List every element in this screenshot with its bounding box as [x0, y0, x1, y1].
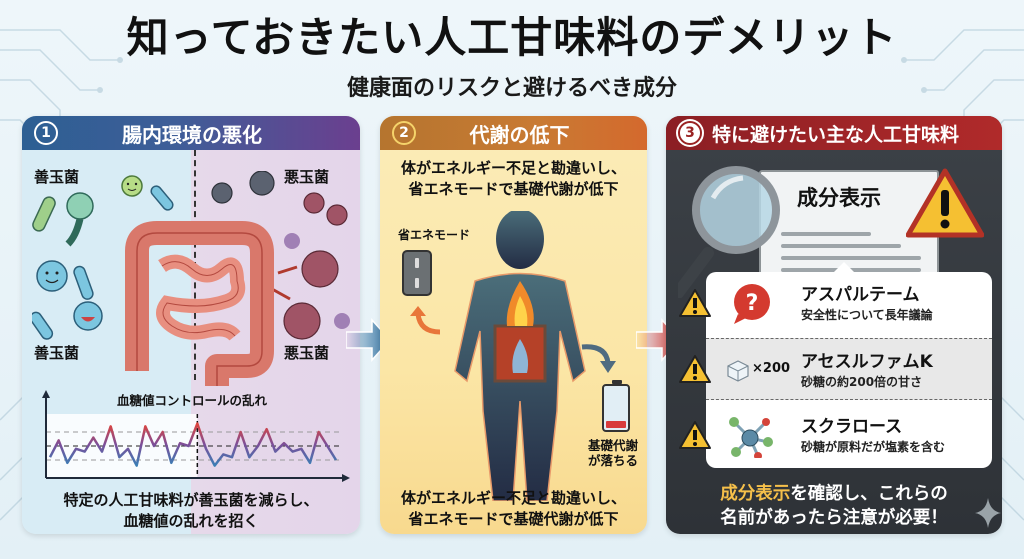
warning-icon: [679, 355, 711, 383]
svg-text:?: ?: [746, 291, 759, 316]
page-title: 知っておきたい人工甘味料のデメリット: [126, 13, 898, 62]
step-number-badge: 2: [392, 121, 416, 145]
good-bacteria-icon: [121, 175, 174, 211]
panel-title: 腸内環境の悪化: [122, 122, 262, 147]
panel-title: 代謝の低下: [469, 122, 570, 147]
list-item-acesulfame-k: ×200 アセスルファムK 砂糖の約200倍の甘さ: [706, 338, 992, 400]
low-battery-icon: [602, 380, 630, 432]
metabolism-drops-label: 基礎代謝 が落ちる: [588, 438, 639, 468]
sweetener-name: アスパルテーム: [801, 285, 920, 305]
sweetener-description: 安全性について長年議論: [801, 308, 933, 322]
list-item-aspartame: ? アスパルテーム 安全性について長年議論: [706, 272, 992, 334]
sweetener-name: スクラロース: [801, 417, 903, 437]
bad-bacteria-label: 悪玉菌: [284, 344, 330, 362]
panel-gut-environment: 1 腸内環境の悪化 善玉菌 悪玉菌 善玉菌 悪玉菌: [22, 116, 360, 534]
sugar-cube-icon: [727, 360, 749, 382]
question-bubble-icon: ?: [734, 284, 770, 324]
bad-bacteria-icon: [211, 171, 350, 340]
panel-caption: 特定の人工甘味料が善玉菌を減らし、 血糖値の乱れを招く: [63, 491, 319, 530]
good-bacteria-label: 善玉菌: [34, 168, 80, 186]
good-bacteria-icon: [32, 192, 103, 340]
good-bacteria-label: 善玉菌: [34, 344, 80, 362]
panel-sweeteners-to-avoid: 3 特に避けたい主な人工甘味料 成分表示 ? アスパルテーム 安全性について長年…: [666, 116, 1002, 534]
step-number-badge: 1: [34, 121, 58, 145]
sweetener-description: 砂糖の約200倍の甘さ: [801, 375, 923, 389]
sweetener-name: アセスルファムK: [801, 352, 933, 372]
intestine-illustration: [125, 221, 274, 386]
warning-icon: [679, 289, 711, 317]
bad-bacteria-label: 悪玉菌: [284, 168, 330, 186]
blood-sugar-chart: 血糖値コントロールの乱れ: [32, 386, 352, 486]
panel-header: 1 腸内環境の悪化: [22, 116, 360, 150]
sweetness-multiplier: ×200: [752, 361, 791, 376]
magnifying-glass-icon: [678, 166, 780, 298]
sweetener-description: 砂糖が原料だが塩素を含む: [801, 440, 946, 454]
panel-description-bottom: 体がエネルギー不足と勘違いし、 省エネモードで基礎代謝が低下: [400, 489, 626, 528]
page-subtitle: 健康面のリスクと避けるべき成分: [346, 76, 677, 101]
switch-icon: [402, 250, 432, 296]
chart-title: 血糖値コントロールの乱れ: [116, 393, 267, 408]
panel-caption: 成分表示を確認し、これらの 名前があったら注意が必要！: [720, 484, 948, 528]
list-item-sucralose: スクラロース 砂糖が原料だが塩素を含む: [706, 404, 992, 466]
panel-metabolism: 2 代謝の低下 体がエネルギー不足と勘違いし、 省エネモードで基礎代謝が低下 省…: [380, 116, 647, 534]
warning-icon: [679, 421, 711, 449]
energy-saving-mode-label: 省エネモード: [398, 228, 471, 242]
panel-title: 特に避けたい主な人工甘味料: [712, 123, 960, 146]
highlight-text: 成分表示: [720, 484, 791, 504]
panel-header: 3 特に避けたい主な人工甘味料: [666, 116, 1002, 150]
body-silhouette-icon: [454, 211, 586, 501]
curved-arrow-down-icon: [581, 344, 616, 373]
warning-icon: [906, 168, 984, 238]
panel-description-top: 体がエネルギー不足と勘違いし、 省エネモードで基礎代謝が低下: [400, 159, 626, 198]
line-chart: [42, 390, 350, 482]
sparkle-icon: [975, 498, 1001, 528]
molecule-icon: [729, 417, 773, 458]
page-header: 知っておきたい人工甘味料のデメリット 健康面のリスクと避けるべき成分: [0, 12, 1024, 102]
panel-header: 2 代謝の低下: [380, 116, 647, 150]
step-number-badge: 3: [678, 121, 702, 145]
ingredient-label-title: 成分表示: [797, 186, 881, 210]
curved-arrow-icon: [410, 306, 441, 335]
sweetener-list: ? アスパルテーム 安全性について長年議論 ×200 アセスルファムK 砂糖の約…: [706, 262, 992, 468]
